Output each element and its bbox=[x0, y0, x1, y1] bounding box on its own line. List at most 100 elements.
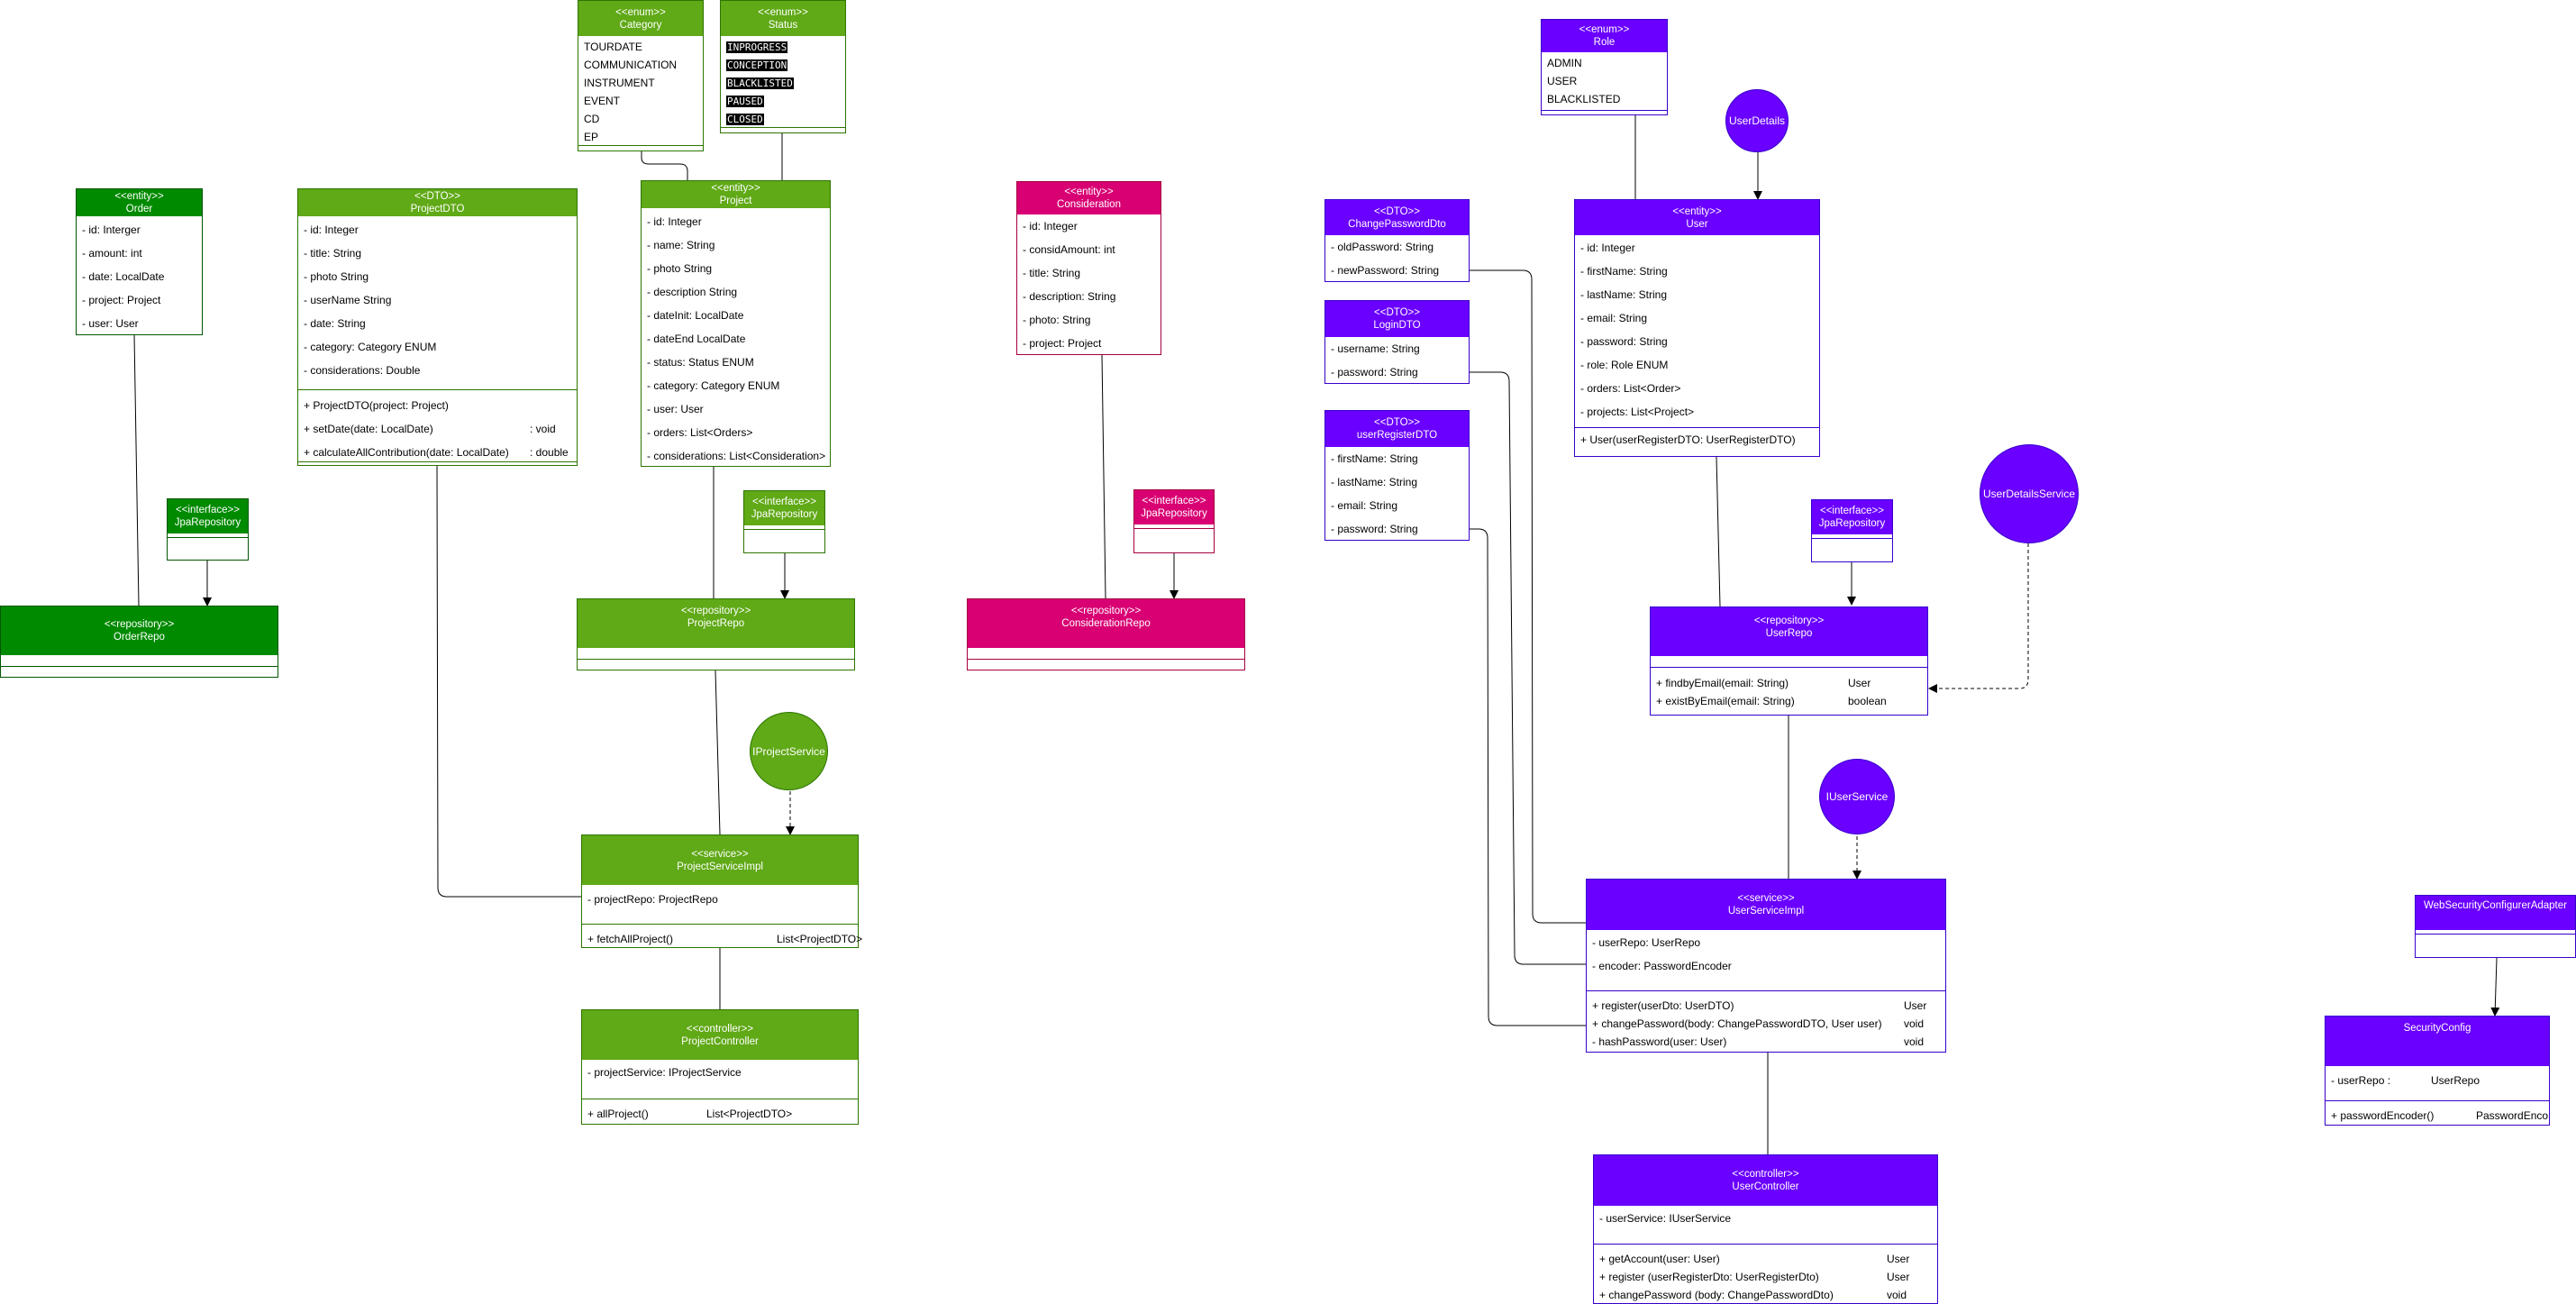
method-signature: + getAccount(user: User) bbox=[1599, 1253, 1720, 1265]
field: - date: LocalDate bbox=[82, 270, 165, 283]
consideration-to-considerationrepo-link bbox=[1101, 354, 1106, 599]
projectserviceimpl-class[interactable]: <<service>> ProjectServiceImpl - project… bbox=[581, 834, 862, 948]
field: - name: String bbox=[647, 239, 715, 251]
consideration-entity[interactable]: <<entity>> Consideration - id: Integer -… bbox=[1016, 181, 1161, 355]
usercontroller-class[interactable]: <<controller>> UserController - userServ… bbox=[1593, 1154, 1938, 1304]
field: - oldPassword: String bbox=[1331, 241, 1434, 253]
method-signature: + allProject() bbox=[587, 1108, 649, 1120]
changepassworddto-class[interactable]: <<DTO>> ChangePasswordDto - oldPassword:… bbox=[1324, 199, 1470, 282]
category-to-project-link bbox=[641, 151, 688, 180]
field: - id: Integer bbox=[647, 215, 702, 228]
stereotype: <<enum>> bbox=[758, 6, 808, 18]
role-enum[interactable]: <<enum>> Role ADMIN USER BLACKLISTED bbox=[1541, 19, 1668, 115]
field: - id: Integer bbox=[1023, 220, 1078, 233]
status-enum-header: <<enum>> Status bbox=[721, 1, 845, 36]
field: - photo String bbox=[647, 262, 713, 275]
considerationrepo-class[interactable]: <<repository>> ConsiderationRepo bbox=[967, 598, 1245, 670]
method: + fetchAllProject()List<ProjectDTO> bbox=[582, 930, 862, 948]
method-return: User bbox=[1904, 999, 1927, 1012]
stereotype: <<repository>> bbox=[104, 619, 175, 630]
userrepo-class[interactable]: <<repository>> UserRepo + findbyEmail(em… bbox=[1650, 606, 1928, 716]
stereotype: <<controller>> bbox=[1732, 1169, 1799, 1180]
class-name: JpaRepository bbox=[1818, 518, 1886, 529]
jpa-repository-header: <<interface>> JpaRepository bbox=[744, 491, 824, 525]
field: - lastName: String bbox=[1331, 476, 1418, 488]
field: - considerations: List<Consideration> bbox=[647, 450, 826, 462]
field: - description String bbox=[647, 286, 738, 298]
projectcontroller-header: <<controller>> ProjectController bbox=[582, 1010, 858, 1060]
method-signature: - hashPassword(user: User) bbox=[1592, 1035, 1727, 1048]
projectdto-class[interactable]: <<DTO>> ProjectDTO - id: Integer - title… bbox=[297, 188, 578, 466]
projectcontroller-class[interactable]: <<controller>> ProjectController - proje… bbox=[581, 1009, 859, 1125]
class-name: OrderRepo bbox=[114, 632, 165, 643]
enum-value-text: PAUSED bbox=[726, 96, 764, 107]
securityconfig-class[interactable]: SecurityConfig - userRepo :UserRepo + pa… bbox=[2325, 1016, 2550, 1126]
stereotype: <<enum>> bbox=[1579, 24, 1630, 35]
method-signature: + register(userDto: UserDTO) bbox=[1592, 999, 1734, 1012]
field: - category: Category ENUM bbox=[647, 379, 780, 392]
interface-name: UserDetails bbox=[1728, 114, 1785, 127]
field: - email: String bbox=[1580, 312, 1648, 324]
field: - email: String bbox=[1331, 499, 1398, 512]
role-enum-header: <<enum>> Role bbox=[1542, 20, 1667, 52]
projectrepo-class[interactable]: <<repository>> ProjectRepo bbox=[577, 598, 855, 670]
project-entity[interactable]: <<entity>> Project - id: Integer - name:… bbox=[641, 180, 831, 467]
stereotype: <<repository>> bbox=[1753, 616, 1825, 626]
userrepo-header: <<repository>> UserRepo bbox=[1651, 607, 1927, 656]
stereotype: <<DTO>> bbox=[414, 191, 460, 202]
method-signature: + ProjectDTO(project: Project) bbox=[304, 399, 449, 412]
stereotype: <<entity>> bbox=[711, 183, 760, 194]
enum-value: EVENT bbox=[584, 95, 621, 107]
class-name: JpaRepository bbox=[751, 509, 818, 520]
stereotype: <<interface>> bbox=[1142, 496, 1206, 506]
projectrepo-header: <<repository>> ProjectRepo bbox=[578, 599, 854, 648]
jpa-repository-consideration[interactable]: <<interface>> JpaRepository bbox=[1133, 489, 1215, 553]
websecurityconfigureradapter-class[interactable]: WebSecurityConfigurerAdapter bbox=[2415, 895, 2576, 958]
enum-value-text: INPROGRESS bbox=[726, 41, 788, 53]
stereotype: <<interface>> bbox=[752, 497, 816, 507]
stereotype: <<enum>> bbox=[615, 6, 666, 18]
enum-value: CONCEPTION bbox=[721, 56, 845, 74]
field: - status: Status ENUM bbox=[647, 356, 754, 369]
method-return: void bbox=[1887, 1289, 1907, 1301]
status-enum[interactable]: <<enum>> Status INPROGRESS CONCEPTION BL… bbox=[720, 0, 846, 133]
method-signature: + fetchAllProject() bbox=[587, 933, 674, 945]
field: - considAmount: int bbox=[1023, 243, 1115, 256]
field: - dateInit: LocalDate bbox=[647, 309, 744, 322]
stereotype: <<interface>> bbox=[1820, 506, 1884, 516]
class-name: ConsiderationRepo bbox=[1061, 618, 1151, 629]
class-name: LoginDTO bbox=[1373, 320, 1421, 331]
interface-name: IProjectService bbox=[752, 744, 825, 758]
stereotype: <<DTO>> bbox=[1374, 307, 1420, 318]
method: + allProject()List<ProjectDTO> bbox=[582, 1105, 858, 1123]
class-name: ChangePasswordDto bbox=[1348, 218, 1446, 230]
class-name: Status bbox=[768, 19, 798, 31]
class-name: Role bbox=[1593, 37, 1616, 48]
securityconfig-header: SecurityConfig bbox=[2326, 1017, 2549, 1066]
jpa-repository-project[interactable]: <<interface>> JpaRepository bbox=[743, 490, 825, 553]
field: - date: String bbox=[304, 317, 366, 330]
user-entity[interactable]: <<entity>> User - id: Integer - firstNam… bbox=[1574, 199, 1820, 457]
userserviceimpl-header: <<service>> UserServiceImpl bbox=[1587, 880, 1945, 930]
userdetails-interface-circle[interactable]: UserDetails bbox=[1725, 89, 1789, 152]
usercontroller-header: <<controller>> UserController bbox=[1594, 1155, 1937, 1206]
field: - projects: List<Project> bbox=[1580, 406, 1695, 418]
order-entity[interactable]: <<entity>> Order - id: Interger - amount… bbox=[76, 188, 203, 335]
field: - orders: List<Order> bbox=[1580, 382, 1681, 395]
field: - project: Project bbox=[82, 294, 161, 306]
stereotype: <<entity>> bbox=[114, 191, 164, 202]
projectrepo-to-projectserviceimpl-link bbox=[715, 670, 721, 835]
userregisterdto-class[interactable]: <<DTO>> userRegisterDTO - firstName: Str… bbox=[1324, 410, 1470, 541]
orderrepo-class[interactable]: <<repository>> OrderRepo bbox=[0, 606, 278, 678]
jpa-repository-order[interactable]: <<interface>> JpaRepository bbox=[167, 498, 249, 561]
jpa-repository-user[interactable]: <<interface>> JpaRepository bbox=[1811, 499, 1893, 562]
userdetailsservice-interface-circle[interactable]: UserDetailsService bbox=[1980, 444, 2079, 543]
changepassworddto-to-userserviceimpl-link bbox=[1469, 269, 1586, 924]
userserviceimpl-class[interactable]: <<service>> UserServiceImpl - userRepo: … bbox=[1586, 879, 1946, 1053]
field: - userName String bbox=[304, 294, 392, 306]
iuserservice-interface-circle[interactable]: IUserService bbox=[1819, 759, 1895, 834]
logindto-class[interactable]: <<DTO>> LoginDTO - username: String - pa… bbox=[1324, 300, 1470, 384]
stereotype: <<repository>> bbox=[1070, 606, 1142, 616]
category-enum[interactable]: <<enum>> Category TOURDATE COMMUNICATION… bbox=[578, 0, 704, 151]
iprojectservice-interface-circle[interactable]: IProjectService bbox=[750, 712, 828, 790]
